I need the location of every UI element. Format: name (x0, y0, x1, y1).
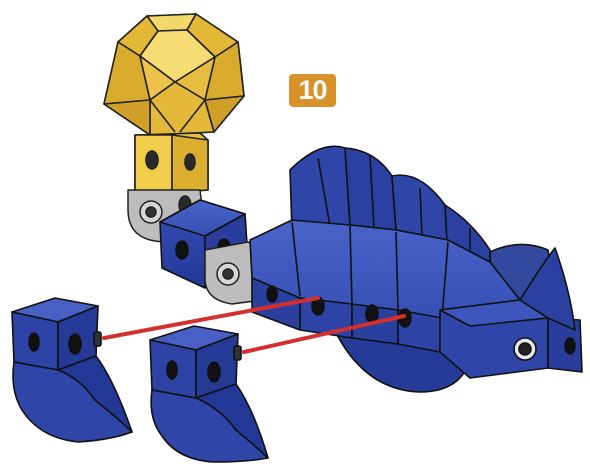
yellow-head-piece (104, 14, 244, 135)
blue-leg-right (150, 326, 268, 462)
step-number-badge: 10 (289, 74, 336, 107)
step-number-label: 10 (298, 77, 326, 104)
yellow-neck-block (135, 133, 208, 193)
blue-leg-left (12, 298, 132, 442)
blue-body (250, 146, 582, 392)
